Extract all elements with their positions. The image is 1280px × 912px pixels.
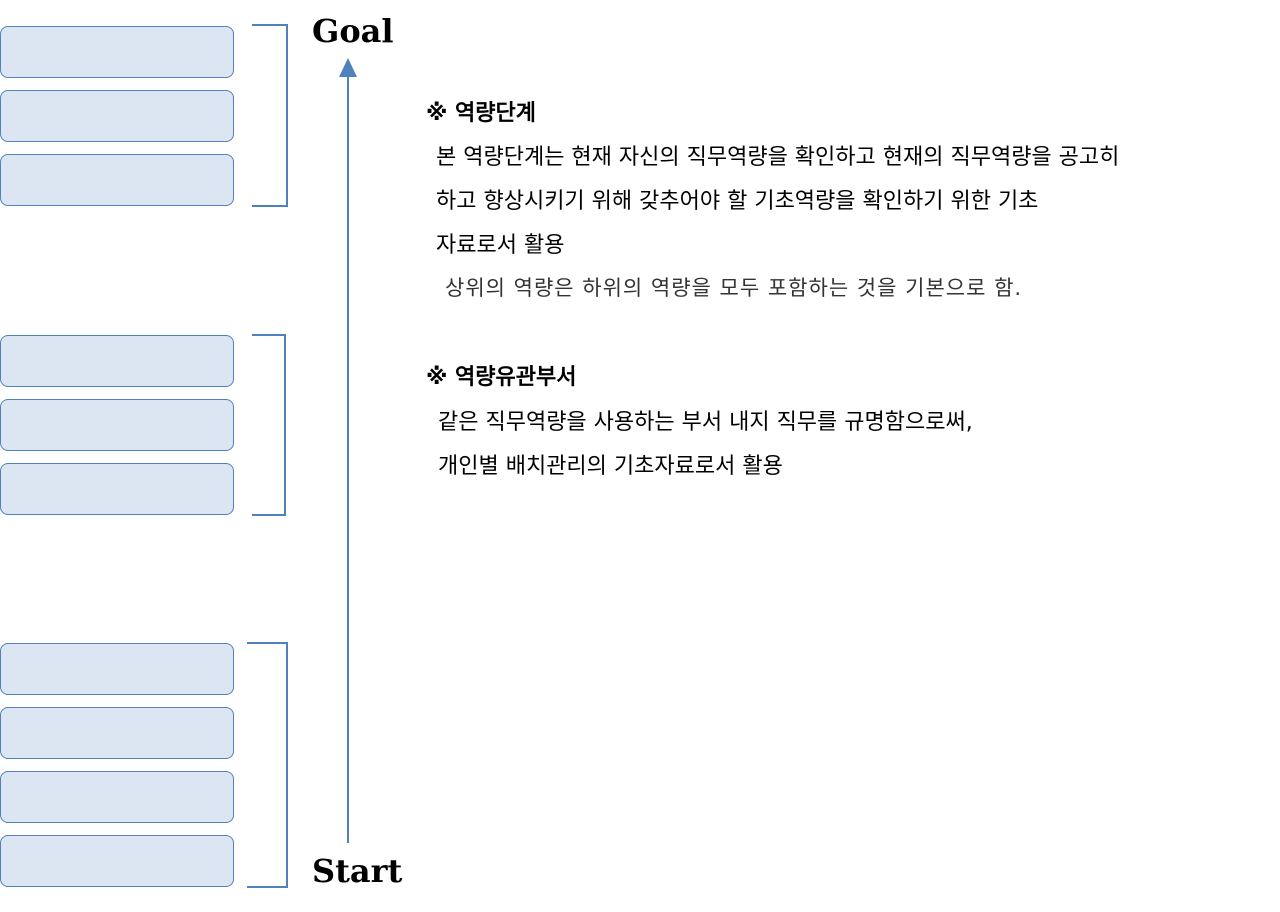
bracket-top [252, 24, 288, 207]
progress-arrow-head [339, 58, 357, 77]
level-box-bottom-2 [0, 707, 234, 759]
level-box-bottom-1 [0, 643, 234, 695]
level-box-top-3 [0, 154, 234, 206]
bracket-bottom [247, 642, 288, 888]
level-box-bottom-3 [0, 771, 234, 823]
stage-note: 상위의 역량은 하위의 역량을 모두 포함하는 것을 기본으로 함. [445, 276, 1023, 300]
stage-line-3: 자료로서 활용 [436, 233, 565, 258]
goal-label: Goal [312, 12, 394, 50]
dept-line-1: 같은 직무역량을 사용하는 부서 내지 직무를 규명함으로써, [438, 410, 973, 435]
bracket-middle [252, 334, 286, 516]
dept-line-2: 개인별 배치관리의 기초자료로서 활용 [438, 454, 783, 479]
stage-line-2: 하고 향상시키기 위해 갖추어야 할 기초역량을 확인하기 위한 기초 [436, 189, 1039, 214]
stage-heading: ※ 역량단계 [426, 101, 537, 126]
start-label: Start [312, 852, 403, 890]
dept-heading: ※ 역량유관부서 [426, 365, 577, 390]
level-box-mid-2 [0, 399, 234, 451]
level-box-top-1 [0, 26, 234, 78]
level-box-mid-1 [0, 335, 234, 387]
level-box-bottom-4 [0, 835, 234, 887]
level-box-mid-3 [0, 463, 234, 515]
level-box-top-2 [0, 90, 234, 142]
stage-line-1: 본 역량단계는 현재 자신의 직무역량을 확인하고 현재의 직무역량을 공고히 [436, 145, 1120, 170]
